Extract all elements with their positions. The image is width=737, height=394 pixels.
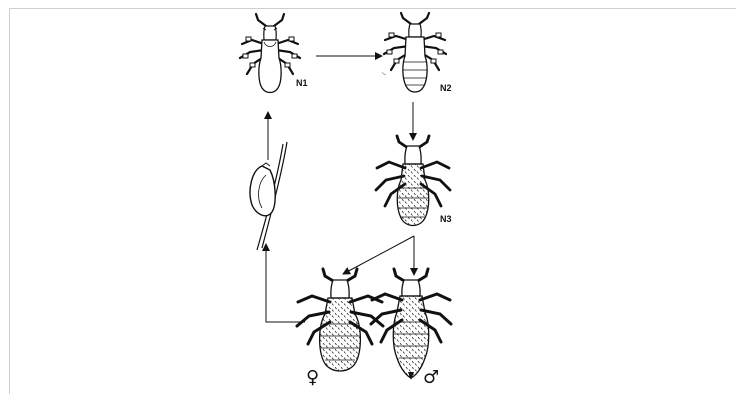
stage-label-n2: N2 — [440, 83, 452, 93]
arrow-female-to-egg — [266, 244, 305, 322]
nymph-n1-icon — [240, 14, 300, 93]
arrow-n3-to-female — [343, 236, 414, 274]
female-louse-icon — [297, 269, 383, 371]
nymph-n3-icon — [376, 136, 450, 226]
egg-on-hair-icon — [250, 142, 287, 250]
nymph-n2-icon — [382, 13, 446, 92]
female-symbol: ♀ — [306, 367, 319, 388]
stage-label-n3: N3 — [440, 214, 452, 224]
male-symbol: ♂ — [423, 367, 439, 388]
stage-label-n1: N1 — [296, 78, 308, 88]
